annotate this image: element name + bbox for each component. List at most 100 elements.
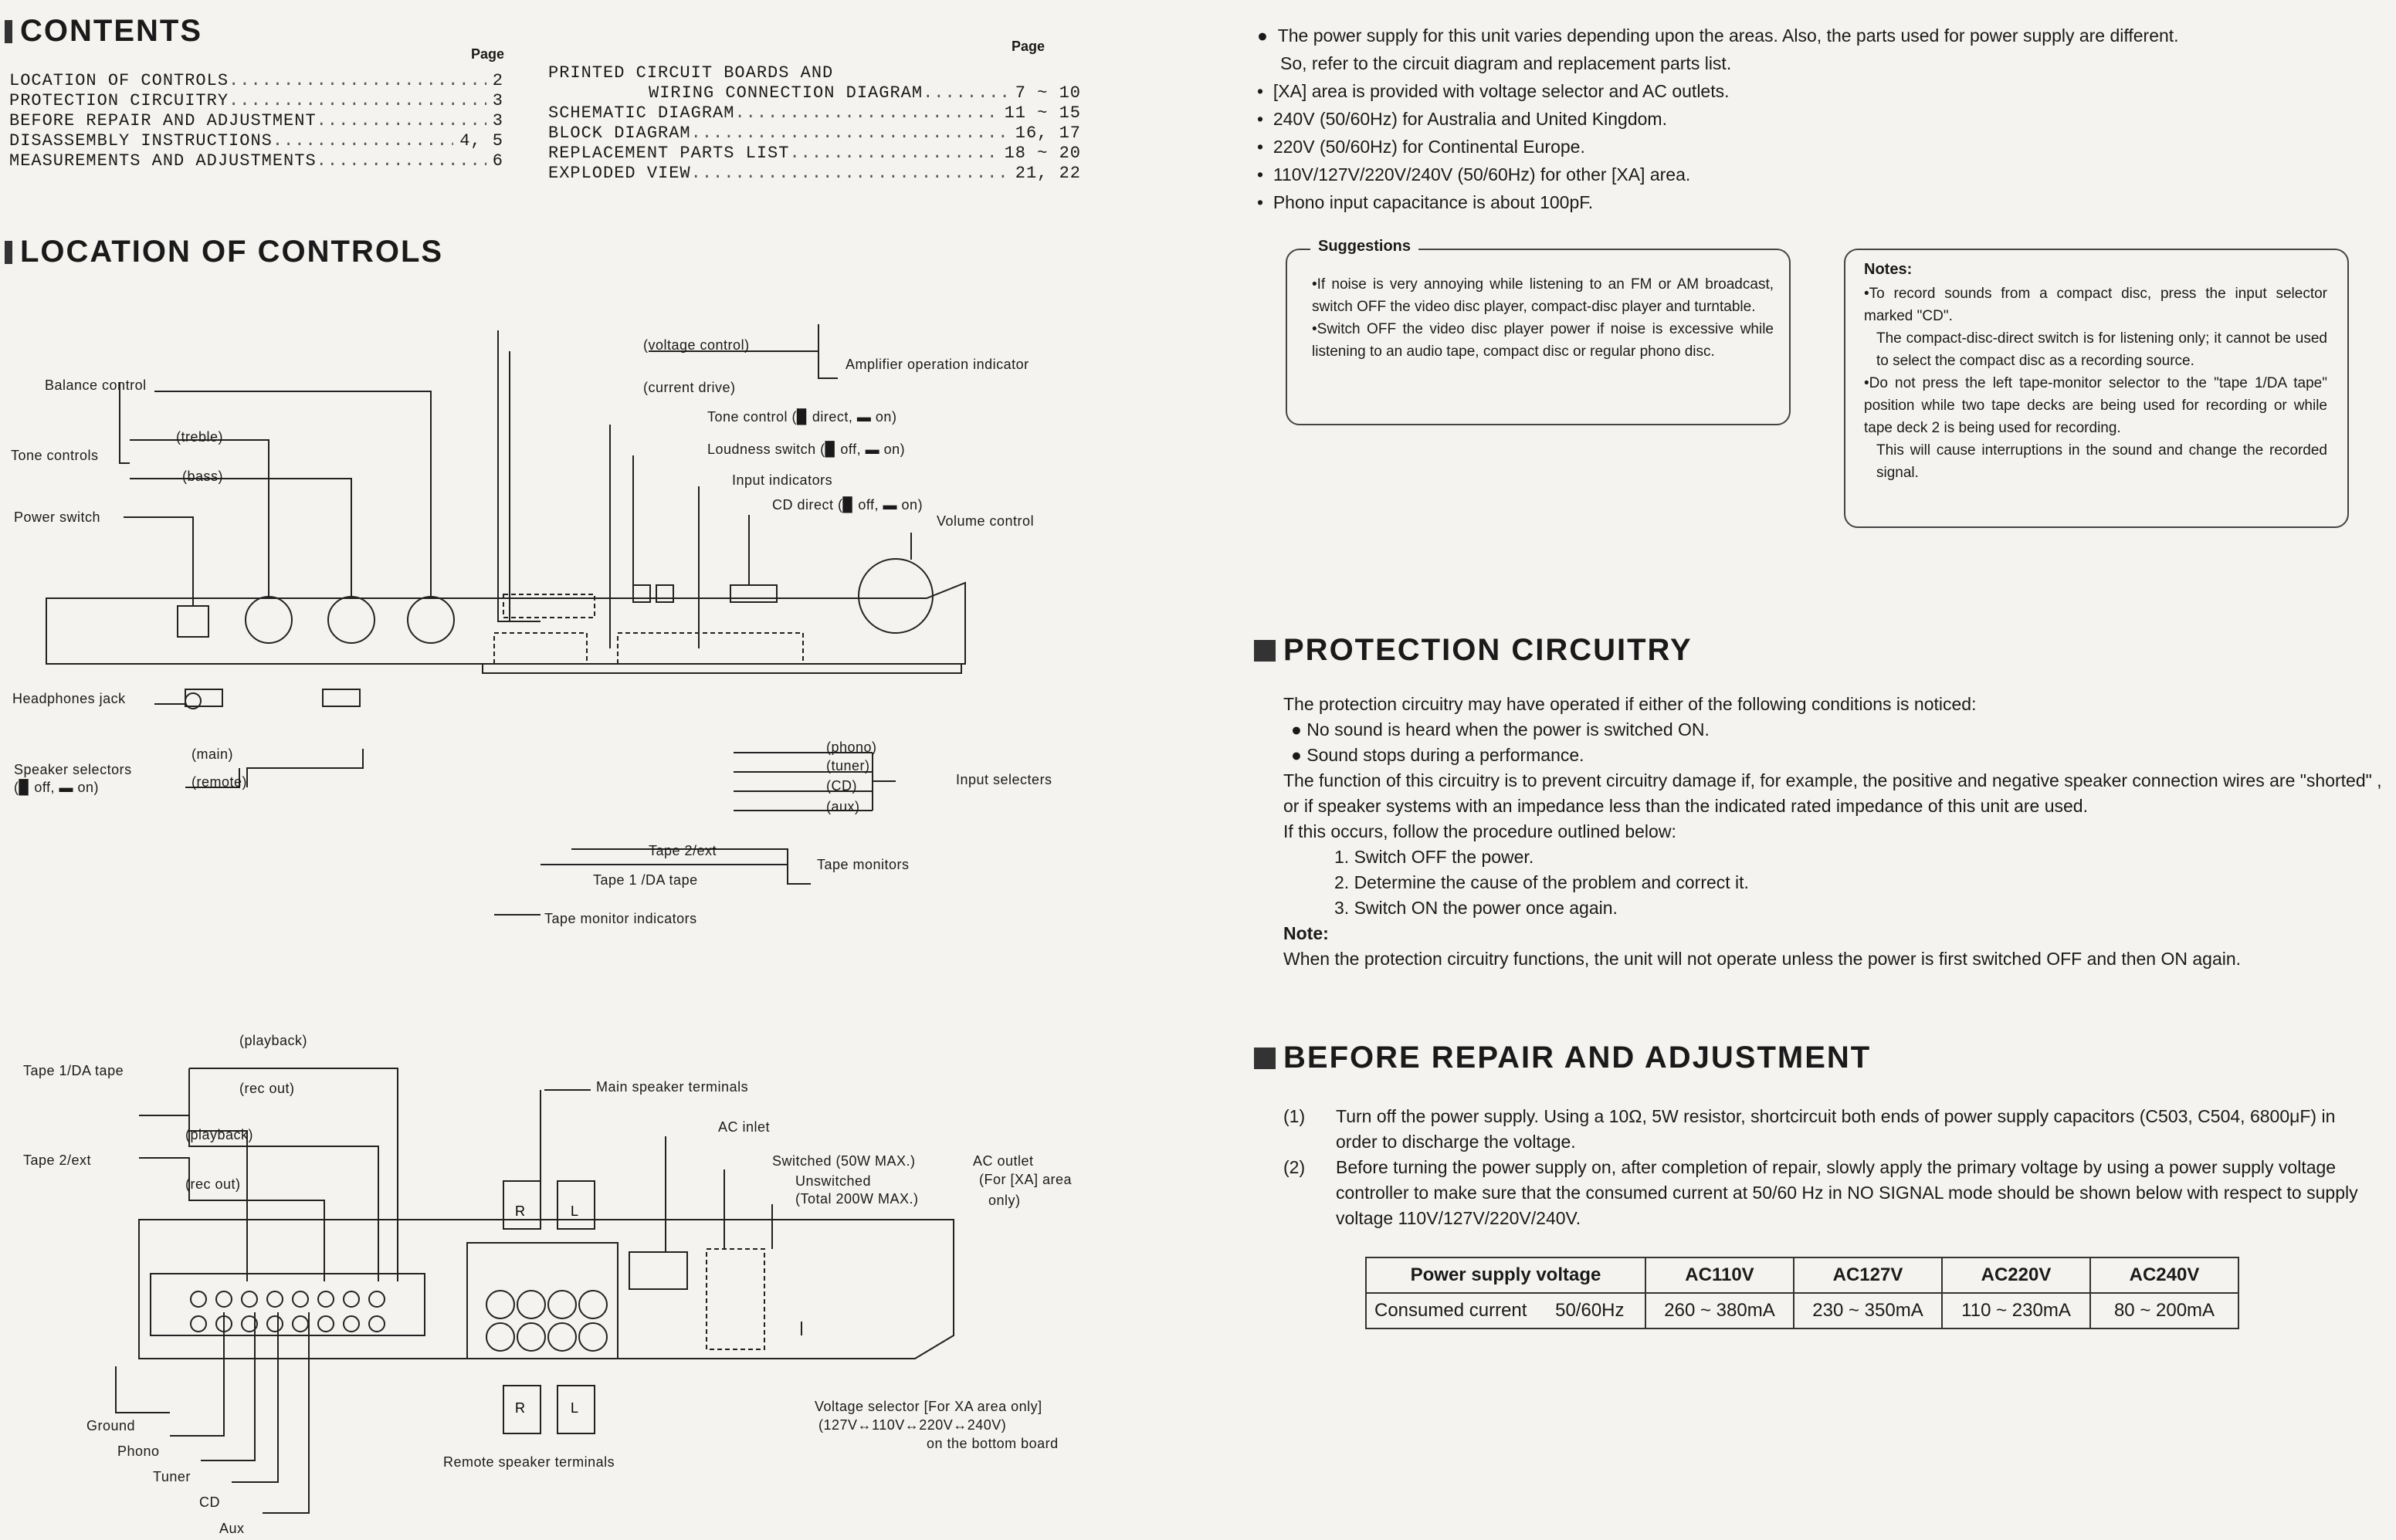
table-header: AC127V bbox=[1793, 1257, 1943, 1294]
consumed-current-table: Power supply voltage AC110V AC127V AC220… bbox=[1365, 1257, 2239, 1329]
speaker-selectors-label: Speaker selectors bbox=[14, 762, 132, 777]
ground-label: Ground bbox=[86, 1418, 136, 1433]
tuner-label: Tuner bbox=[153, 1469, 191, 1484]
toc-entry[interactable]: WIRING CONNECTION DIAGRAM ..........7 ~ … bbox=[649, 83, 1081, 103]
repair-step: (2) Before turning the power supply on, … bbox=[1283, 1157, 2358, 1228]
ac-outlet-box bbox=[706, 1248, 765, 1350]
protection-bullet: ● No sound is heard when the power is sw… bbox=[1291, 719, 1710, 740]
power-note: • 240V (50/60Hz) for Australia and Unite… bbox=[1257, 109, 1667, 129]
volume-label: Volume control bbox=[937, 513, 1035, 529]
ac-inlet-label: AC inlet bbox=[718, 1119, 771, 1135]
table-cell: 260 ~ 380mA bbox=[1645, 1292, 1794, 1329]
toc-entry[interactable]: DISASSEMBLY INSTRUCTIONS ...............… bbox=[9, 131, 503, 151]
treble-knob bbox=[327, 596, 375, 644]
remote-spk-label: Remote speaker terminals bbox=[443, 1454, 615, 1470]
toc-entry[interactable]: EXPLODED VIEW ..........................… bbox=[548, 164, 1081, 183]
before-repair-title: BEFORE REPAIR AND ADJUSTMENT bbox=[1283, 1041, 1872, 1075]
voltage-selector-board: on the bottom board bbox=[927, 1436, 1059, 1451]
table-row-label: Consumed current 50/60Hz bbox=[1365, 1292, 1646, 1329]
protection-step: 3. Switch ON the power once again. bbox=[1334, 898, 1618, 918]
amp-indicator-box bbox=[503, 594, 595, 618]
notes-body: •To record sounds from a compact disc, p… bbox=[1864, 283, 2327, 484]
current-drive-label: (current drive) bbox=[643, 380, 736, 395]
protection-body: The protection circuitry may have operat… bbox=[1283, 692, 2388, 972]
speaker-terminal-board bbox=[466, 1242, 618, 1359]
toc-entry[interactable]: BLOCK DIAGRAM ..........................… bbox=[548, 124, 1081, 143]
table-row: Consumed current 50/60Hz 260 ~ 380mA 230… bbox=[1365, 1292, 2239, 1329]
protection-para: The function of this circuitry is to pre… bbox=[1283, 770, 2382, 816]
tape-monitors-label: Tape monitors bbox=[817, 857, 910, 872]
heading-marker-icon bbox=[5, 240, 12, 264]
loudness-indicator bbox=[632, 584, 651, 603]
suggestions-box: Suggestions •If noise is very annoying w… bbox=[1286, 238, 1791, 425]
l-terminal-top bbox=[557, 1180, 595, 1230]
location-title: LOCATION OF CONTROLS bbox=[20, 235, 444, 269]
toc-entry[interactable]: REPLACEMENT PARTS LIST .................… bbox=[548, 144, 1081, 163]
ac-outlet-note2: only) bbox=[988, 1193, 1021, 1208]
tape1-label: Tape 1 /DA tape bbox=[593, 872, 698, 888]
power-note: • 220V (50/60Hz) for Continental Europe. bbox=[1257, 137, 1585, 157]
rec-out-label: (rec out) bbox=[239, 1081, 295, 1096]
voltage-selector-range: (127V↔110V↔220V↔240V) bbox=[818, 1417, 1007, 1433]
cd-direct-indicator bbox=[730, 584, 778, 603]
suggestions-title: Suggestions bbox=[1310, 238, 1419, 256]
before-repair-body: (1) Turn off the power supply. Using a 1… bbox=[1283, 1104, 2360, 1231]
rear-panel-body bbox=[138, 1219, 954, 1359]
note-item: This will cause interruptions in the sou… bbox=[1876, 442, 2327, 481]
suggestion-item: •If noise is very annoying while listeni… bbox=[1312, 276, 1774, 315]
power-note: • [XA] area is provided with voltage sel… bbox=[1257, 81, 1730, 101]
heading-marker-icon bbox=[5, 19, 12, 43]
power-note: • Phono input capacitance is about 100pF… bbox=[1257, 192, 1594, 212]
power-notes: ● The power supply for this unit varies … bbox=[1257, 22, 2369, 216]
power-switch-label: Power switch bbox=[14, 509, 101, 525]
input-selecters-label: Input selecters bbox=[956, 772, 1052, 787]
power-switch-knob bbox=[177, 605, 209, 638]
remote-label: (remote) bbox=[191, 774, 248, 790]
protection-bullet: ● Sound stops during a performance. bbox=[1291, 745, 1584, 765]
protection-title: PROTECTION CIRCUITRY bbox=[1283, 633, 1693, 667]
note-item: •Do not press the left tape-monitor sele… bbox=[1864, 375, 2327, 436]
aux-label: (aux) bbox=[826, 799, 860, 814]
toc-entry[interactable]: LOCATION OF CONTROLS ...................… bbox=[9, 71, 503, 90]
switched-label: Switched (50W MAX.) bbox=[772, 1153, 916, 1169]
power-note: So, refer to the circuit diagram and rep… bbox=[1280, 53, 1732, 73]
main-selector bbox=[185, 689, 223, 707]
cd-label: (CD) bbox=[826, 778, 857, 794]
cd-direct-label: CD direct (▉ off, ▬ on) bbox=[772, 497, 923, 513]
notes-title: Notes: bbox=[1864, 261, 1913, 278]
unswitched-label: Unswitched bbox=[795, 1173, 872, 1189]
toc-entry[interactable]: MEASUREMENTS AND ADJUSTMENTS ...........… bbox=[9, 151, 503, 171]
tape-monitor-ind-label: Tape monitor indicators bbox=[544, 911, 697, 926]
protection-step: 1. Switch OFF the power. bbox=[1334, 847, 1534, 867]
toc-entry[interactable]: SCHEMATIC DIAGRAM ......................… bbox=[548, 103, 1081, 123]
toc-right: PRINTED CIRCUIT BOARDS AND WIRING CONNEC… bbox=[548, 63, 1081, 184]
table-cell: 230 ~ 350mA bbox=[1793, 1292, 1943, 1329]
voltage-control-label: (voltage control) bbox=[643, 337, 750, 353]
l-terminal-bottom bbox=[557, 1385, 595, 1434]
toc-entry[interactable]: PROTECTION CIRCUITRY ...................… bbox=[9, 91, 503, 110]
protection-step: 2. Determine the cause of the problem an… bbox=[1334, 872, 1749, 892]
suggestions-body: •If noise is very annoying while listeni… bbox=[1312, 273, 1774, 363]
r-bottom: R bbox=[515, 1400, 525, 1416]
r-top: R bbox=[515, 1203, 525, 1219]
note-item: •To record sounds from a compact disc, p… bbox=[1864, 286, 2327, 324]
power-note: ● The power supply for this unit varies … bbox=[1257, 25, 2179, 46]
remote-selector bbox=[322, 689, 361, 707]
rec-out2-label: (rec out) bbox=[185, 1176, 241, 1192]
table-header-row: Power supply voltage AC110V AC127V AC220… bbox=[1365, 1257, 2239, 1294]
protection-intro: The protection circuitry may have operat… bbox=[1283, 694, 1977, 714]
table-header: Power supply voltage bbox=[1365, 1257, 1646, 1294]
main-spk-label: Main speaker terminals bbox=[596, 1079, 749, 1095]
toc-entry: PRINTED CIRCUIT BOARDS AND bbox=[548, 63, 834, 83]
input-selector-box bbox=[617, 632, 804, 665]
page-column-label: Page bbox=[1012, 39, 1045, 54]
toc-entry[interactable]: BEFORE REPAIR AND ADJUSTMENT ...........… bbox=[9, 111, 503, 130]
phono-label: Phono bbox=[117, 1444, 160, 1459]
heading-marker-icon bbox=[1254, 639, 1276, 662]
suggestion-item: •Switch OFF the video disc player power … bbox=[1312, 321, 1774, 360]
table-header: AC240V bbox=[2089, 1257, 2239, 1294]
before-repair-heading: BEFORE REPAIR AND ADJUSTMENT bbox=[1254, 1041, 1871, 1075]
protection-heading: PROTECTION CIRCUITRY bbox=[1254, 633, 1693, 668]
input-indicators-label: Input indicators bbox=[732, 472, 833, 488]
main-label: (main) bbox=[191, 746, 234, 762]
